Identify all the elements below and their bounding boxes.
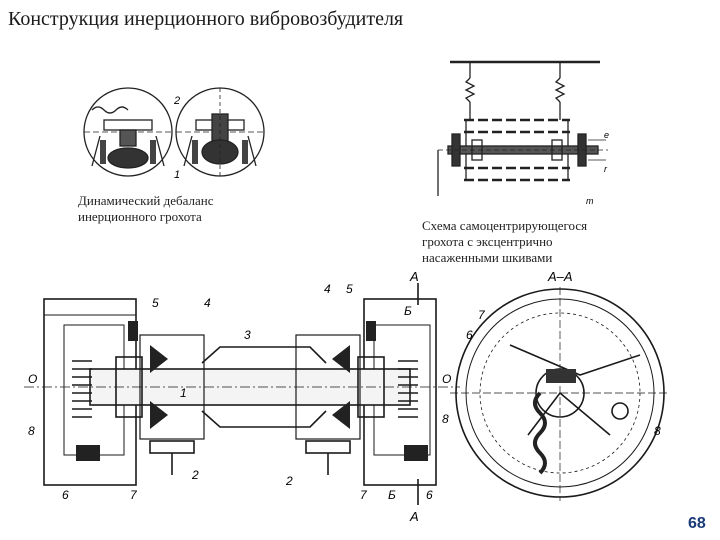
scheme-caption: Схема самоцентрирующегося грохота с эксц… <box>422 218 662 266</box>
assembly-label-o-right: O <box>442 372 451 386</box>
assembly-label-8-left: 8 <box>28 424 35 438</box>
assembly-label-5-left: 5 <box>152 296 159 310</box>
assembly-label-4-top: 4 <box>324 282 331 296</box>
balance-drawing: 2 1 <box>83 87 265 181</box>
page-number: 68 <box>688 515 706 532</box>
balance-caption-line-1: Динамический дебаланс <box>78 193 214 208</box>
assembly-label-7-right: 7 <box>360 488 368 502</box>
section-label-7: 7 <box>478 308 486 322</box>
assembly-label-3: 3 <box>244 328 251 342</box>
slide-title: Конструкция инерционного вибровозбудител… <box>8 8 404 30</box>
balance-caption-line-2: инерционного грохота <box>78 209 202 224</box>
assembly-label-7-left: 7 <box>130 488 138 502</box>
balance-label-2: 2 <box>173 95 180 107</box>
section-label-8: 8 <box>654 424 661 438</box>
section-mark-top: A <box>409 269 419 284</box>
assembly-label-2-right: 2 <box>285 474 293 488</box>
assembly-label-6-left: 6 <box>62 488 69 502</box>
balance-caption: Динамический дебаланс инерционного грохо… <box>78 193 278 225</box>
scheme-caption-line-1: Схема самоцентрирующегося <box>422 218 588 233</box>
assembly-label-6-right: 6 <box>426 488 433 502</box>
balance-label-1: 1 <box>174 169 180 181</box>
section-mark-bottom: A <box>409 509 419 524</box>
scheme-label-m: m <box>586 196 594 206</box>
assembly-label-b-bottom: Б <box>388 488 396 502</box>
scheme-caption-line-3: насаженными шкивами <box>422 250 553 265</box>
scheme-label-e: e <box>604 130 609 140</box>
assembly-drawing: 5 4 3 4 5 O 8 1 6 7 2 2 7 6 8 O Б Б 7 6 … <box>24 269 670 524</box>
assembly-figure: 5 4 3 4 5 O 8 1 6 7 2 2 7 6 8 O Б Б 7 6 … <box>20 265 670 527</box>
assembly-label-2-left: 2 <box>191 468 199 482</box>
scheme-label-r: r <box>604 164 608 174</box>
assembly-label-b-top: Б <box>404 304 412 318</box>
assembly-label-8-right: 8 <box>442 412 449 426</box>
assembly-label-1: 1 <box>180 386 187 400</box>
assembly-label-4-left: 4 <box>204 296 211 310</box>
scheme-drawing: e r m <box>437 60 609 206</box>
section-title: A–A <box>547 269 573 284</box>
balance-figure: 2 1 <box>70 70 270 185</box>
scheme-caption-line-2: грохота с эксцентрично <box>422 234 553 249</box>
assembly-label-o-left: O <box>28 372 37 386</box>
section-label-6: 6 <box>466 328 473 342</box>
assembly-label-5-right: 5 <box>346 282 353 296</box>
scheme-figure: e r m <box>428 40 618 210</box>
